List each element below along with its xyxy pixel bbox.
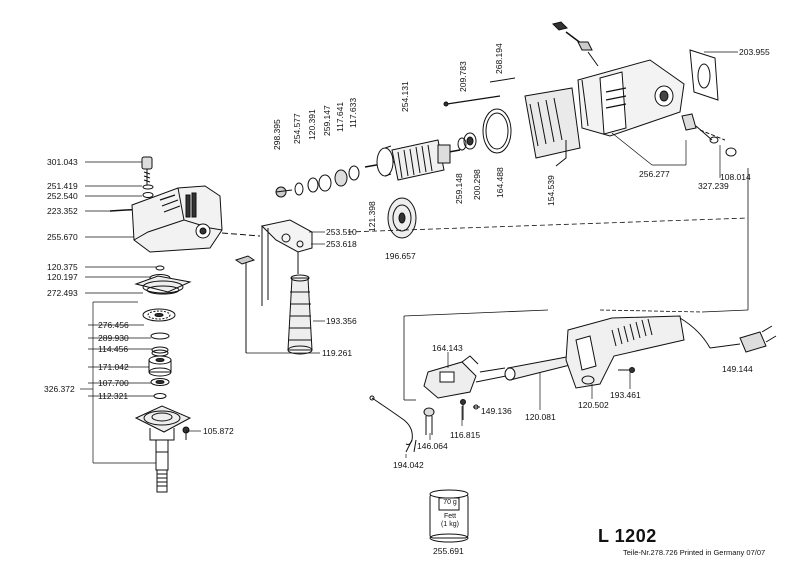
part-label: 120.197 [47, 272, 78, 282]
part-label: 193.461 [610, 390, 641, 400]
part-label: 289.930 [98, 333, 129, 343]
part-label: 301.043 [47, 157, 78, 167]
part-label: 117.641 [335, 101, 345, 132]
part-label: 252.540 [47, 191, 78, 201]
part-label: 259.147 [322, 105, 332, 136]
part-label: 120.391 [307, 109, 317, 140]
part-label: 327.239 [698, 181, 729, 191]
leader-lines-switch [405, 352, 631, 458]
gear-head-drawing [109, 156, 261, 493]
part-label: 120.375 [47, 262, 78, 272]
part-label: 193.356 [326, 316, 357, 326]
motor-housing-drawing [524, 21, 738, 178]
part-label: 268.194 [494, 43, 504, 74]
part-label: 112.321 [98, 391, 129, 401]
part-label: 117.633 [348, 97, 358, 128]
part-label: 146.064 [417, 441, 448, 451]
part-label: 108.014 [720, 172, 751, 182]
part-label: 200.298 [472, 169, 482, 200]
part-label: 196.657 [385, 251, 416, 261]
part-label: 256.277 [639, 169, 670, 179]
part-label: 298.395 [272, 119, 282, 150]
model-title: L 1202 [598, 526, 657, 546]
part-label: 121.398 [367, 201, 377, 232]
part-label: 105.872 [203, 426, 234, 436]
side-handle-drawing [234, 219, 325, 355]
footer-note: Teile-Nr.278.726 Printed in Germany 07/0… [623, 548, 766, 557]
part-label: 276.456 [98, 320, 129, 330]
part-label: 272.493 [47, 288, 78, 298]
part-label: 203.955 [739, 47, 770, 57]
part-label: 120.081 [525, 412, 556, 422]
leader-lines-left [80, 161, 201, 464]
part-label: 253.510 [326, 227, 357, 237]
part-label: 119.261 [322, 348, 353, 358]
grease-name: Fett [443, 513, 457, 520]
part-label: 149.136 [481, 406, 512, 416]
part-label: 254.577 [292, 113, 302, 144]
grease-can-drawing [429, 489, 469, 543]
part-label: 223.352 [47, 206, 78, 216]
part-label: 259.148 [454, 173, 464, 204]
part-label: 251.419 [47, 181, 78, 191]
part-label: 164.488 [495, 167, 505, 198]
part-label: 253.618 [326, 239, 357, 249]
part-label: 116.815 [450, 430, 481, 440]
switch-cable-drawing [369, 315, 777, 453]
part-label: 149.144 [722, 364, 753, 374]
grease-part-number: 255.691 [433, 546, 464, 556]
part-label: 194.042 [393, 460, 424, 470]
part-label: 254.131 [400, 81, 410, 112]
part-label: 107.700 [98, 378, 129, 388]
grease-weight: 70 g [443, 499, 457, 506]
part-label: 154.539 [546, 175, 556, 206]
part-label: 120.502 [578, 400, 609, 410]
grease-size: (1 kg) [441, 521, 459, 528]
assembly-guide-lines [347, 168, 749, 401]
part-label: 326.372 [44, 384, 75, 394]
part-label: 171.042 [98, 362, 129, 372]
part-label: 255.670 [47, 232, 78, 242]
armature-drawing [275, 77, 516, 239]
part-label: 164.143 [432, 343, 463, 353]
part-label: 209.783 [458, 61, 468, 92]
part-label: 114.456 [98, 344, 129, 354]
